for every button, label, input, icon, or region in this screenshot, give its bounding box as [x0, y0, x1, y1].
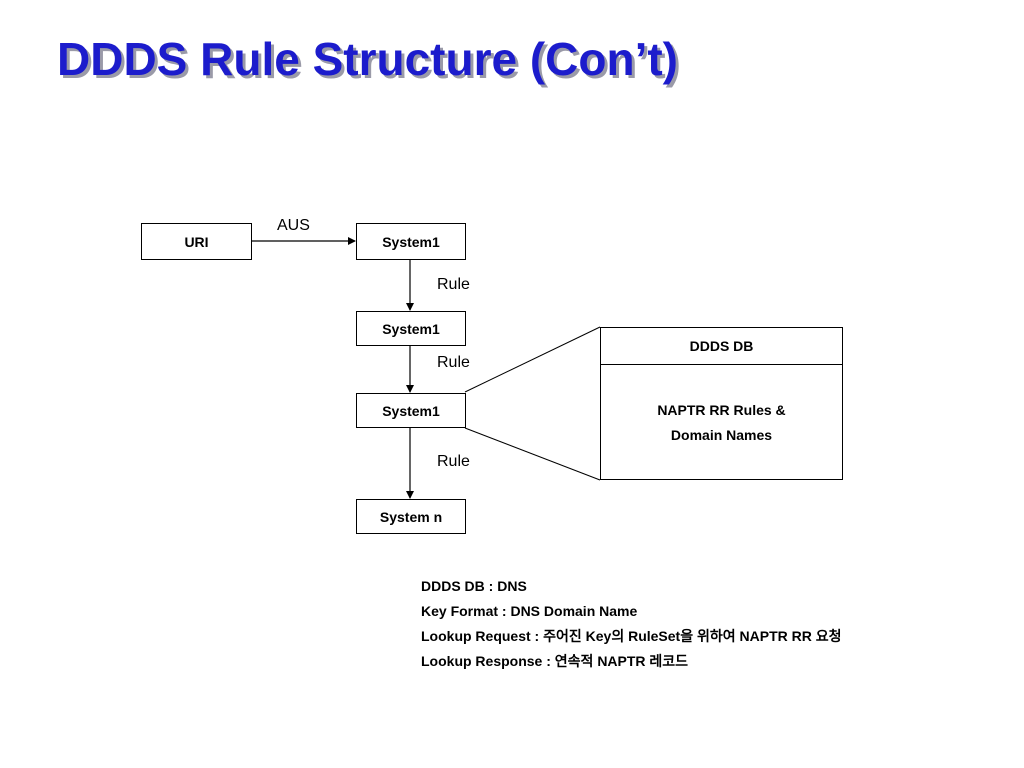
- system-box-3: System1: [356, 393, 466, 428]
- rule-label-2: Rule: [437, 354, 470, 371]
- notes-block: DDDS DB : DNS Key Format : DNS Domain Na…: [421, 574, 842, 674]
- rule-label-3: Rule: [437, 453, 470, 470]
- aus-label: AUS: [277, 217, 310, 234]
- note-lookup-request: Lookup Request : 주어진 Key의 RuleSet을 위하여 N…: [421, 628, 842, 644]
- system-n-box: System n: [356, 499, 466, 534]
- uri-box: URI: [141, 223, 252, 260]
- ddds-db-header: DDDS DB: [601, 328, 842, 365]
- ddds-db-body-line2: Domain Names: [670, 426, 773, 443]
- system-box-1: System1: [356, 223, 466, 260]
- system-box-2: System1: [356, 311, 466, 346]
- note-lookup-response: Lookup Response : 연속적 NAPTR 레코드: [421, 653, 689, 669]
- zoom-line-bottom: [464, 427, 601, 481]
- note-ddds-db: DDDS DB : DNS: [421, 578, 527, 594]
- ddds-db-body-line1: NAPTR RR Rules &: [657, 401, 786, 418]
- slide-title: DDDS Rule Structure (Con’t): [57, 33, 678, 85]
- zoom-line-top: [464, 326, 601, 393]
- note-key-format: Key Format : DNS Domain Name: [421, 603, 638, 619]
- rule-label-1: Rule: [437, 276, 470, 293]
- ddds-db-body: NAPTR RR Rules & Domain Names: [601, 365, 842, 480]
- ddds-db-box: DDDS DB NAPTR RR Rules & Domain Names: [600, 327, 843, 480]
